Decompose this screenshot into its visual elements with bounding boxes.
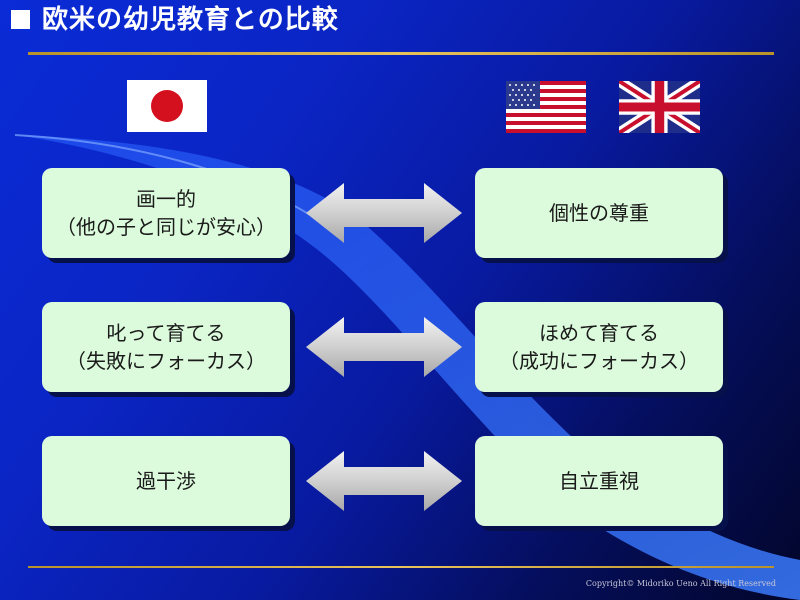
- west-item-praising: ほめて育てる （成功にフォーカス）: [475, 302, 723, 392]
- box-line1: 画一的: [136, 187, 196, 211]
- japan-item-uniformity: 画一的 （他の子と同じが安心）: [42, 168, 290, 258]
- west-item-independence: 自立重視: [475, 436, 723, 526]
- box-line1: 叱って育てる: [106, 321, 226, 345]
- copyright-text: Copyright© Midoriko Ueno All Right Reser…: [585, 579, 776, 588]
- double-arrow-icon: [306, 451, 462, 511]
- uk-flag: [619, 81, 700, 133]
- box-line1: 自立重視: [559, 469, 639, 493]
- us-flag: [506, 81, 586, 133]
- box-line1: 個性の尊重: [549, 201, 649, 225]
- box-line1: ほめて育てる: [539, 321, 659, 345]
- slide-title: 欧米の幼児教育との比較: [42, 5, 339, 35]
- double-arrow-icon: [306, 183, 462, 243]
- japan-flag-disc: [151, 90, 183, 122]
- title-bullet: [11, 10, 30, 29]
- japan-item-overinterference: 過干渉: [42, 436, 290, 526]
- box-line1: 過干渉: [136, 469, 196, 493]
- box-line2: （失敗にフォーカス）: [66, 349, 266, 373]
- japan-item-scolding: 叱って育てる （失敗にフォーカス）: [42, 302, 290, 392]
- box-line2: （成功にフォーカス）: [499, 349, 699, 373]
- double-arrow-icon: [306, 317, 462, 377]
- top-divider: [28, 52, 774, 55]
- japan-flag: [127, 80, 207, 132]
- west-item-individuality: 個性の尊重: [475, 168, 723, 258]
- box-line2: （他の子と同じが安心）: [56, 215, 276, 239]
- bottom-divider: [28, 566, 774, 568]
